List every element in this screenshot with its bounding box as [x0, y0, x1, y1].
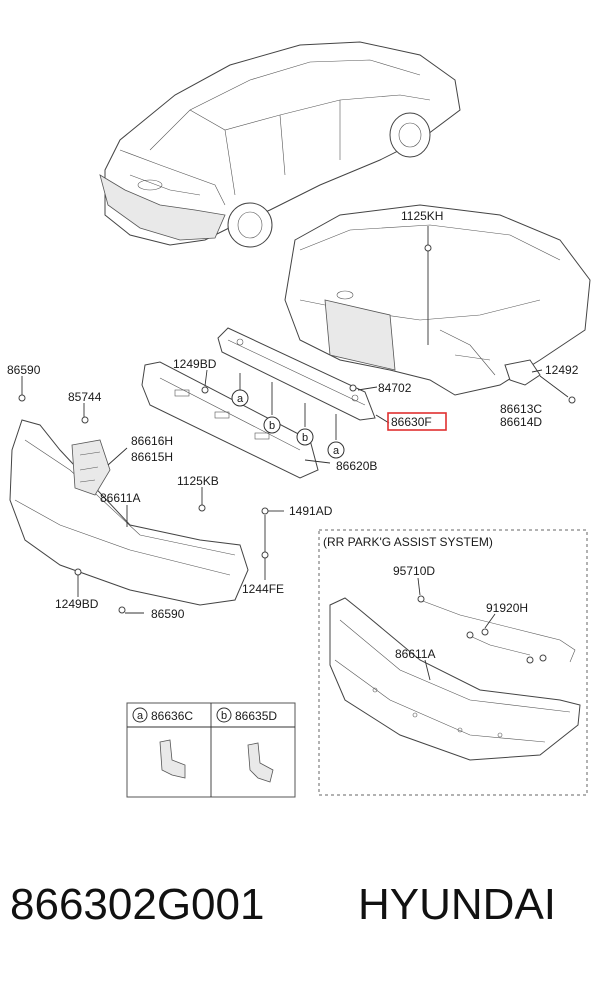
legend-marker-b: b: [221, 710, 227, 722]
marker-circle-a-2: a: [327, 441, 345, 459]
brand-name: HYUNDAI: [358, 880, 557, 929]
car-illustration: [99, 41, 461, 248]
legend-part-b: 86635D: [235, 709, 277, 723]
callout-91920H: 91920H: [486, 601, 528, 615]
footer: 866302G001 HYUNDAI: [0, 880, 600, 950]
legend-part-a: 86636C: [151, 709, 193, 723]
callout-86590-top: 86590: [7, 363, 41, 377]
marker-circle-a-1: a: [231, 389, 249, 407]
inset-border: [318, 529, 588, 796]
marker-circle-b-2: b: [296, 428, 314, 446]
callout-95710D: 95710D: [393, 564, 435, 578]
callout-86615H: 86615H: [131, 450, 173, 464]
leader-lines: [21, 226, 569, 614]
callout-86616H: 86616H: [131, 434, 173, 448]
callout-1244FE: 1244FE: [242, 582, 284, 596]
callout-86614D: 86614D: [500, 415, 542, 429]
callout-1491AD: 1491AD: [289, 504, 333, 518]
callout-86630F: 86630F: [391, 415, 432, 429]
marker-circle-b-1: b: [263, 416, 281, 434]
callout-84702: 84702: [378, 381, 412, 395]
callout-86590-bottom: 86590: [151, 607, 185, 621]
svg-text:b: b: [269, 420, 275, 432]
svg-text:a: a: [237, 393, 244, 405]
highlight-box-86630F: [387, 412, 447, 431]
callout-86611A-inset: 86611A: [395, 647, 435, 661]
callout-85744: 85744: [68, 390, 102, 404]
energy-absorber-illustration: [141, 361, 319, 479]
callout-86620B: 86620B: [336, 459, 377, 473]
bumper-cover-illustration: [9, 419, 249, 606]
rear-body-illustration: [284, 204, 591, 396]
callout-1125KB: 1125KB: [177, 474, 219, 488]
bracket-b-illustration: [247, 742, 274, 783]
inset-title: (RR PARK'G ASSIST SYSTEM): [323, 535, 493, 549]
legend-box: a 86636C b 86635D: [126, 702, 296, 798]
part-number: 866302G001: [10, 880, 265, 929]
legend-marker-a: a: [137, 710, 144, 722]
svg-text:a: a: [333, 445, 340, 457]
fasteners: [18, 244, 576, 614]
callout-1249BD-top: 1249BD: [173, 357, 217, 371]
callout-1125KH: 1125KH: [401, 209, 443, 223]
callout-86611A: 86611A: [100, 491, 140, 505]
svg-text:b: b: [302, 432, 308, 444]
callout-12492: 12492: [545, 363, 579, 377]
callout-1249BD-bottom: 1249BD: [55, 597, 99, 611]
bracket-a-illustration: [159, 739, 186, 779]
park-assist-inset: (RR PARK'G ASSIST SYSTEM): [318, 529, 588, 796]
callout-86613C: 86613C: [500, 402, 542, 416]
rear-beam-illustration: [217, 327, 376, 421]
